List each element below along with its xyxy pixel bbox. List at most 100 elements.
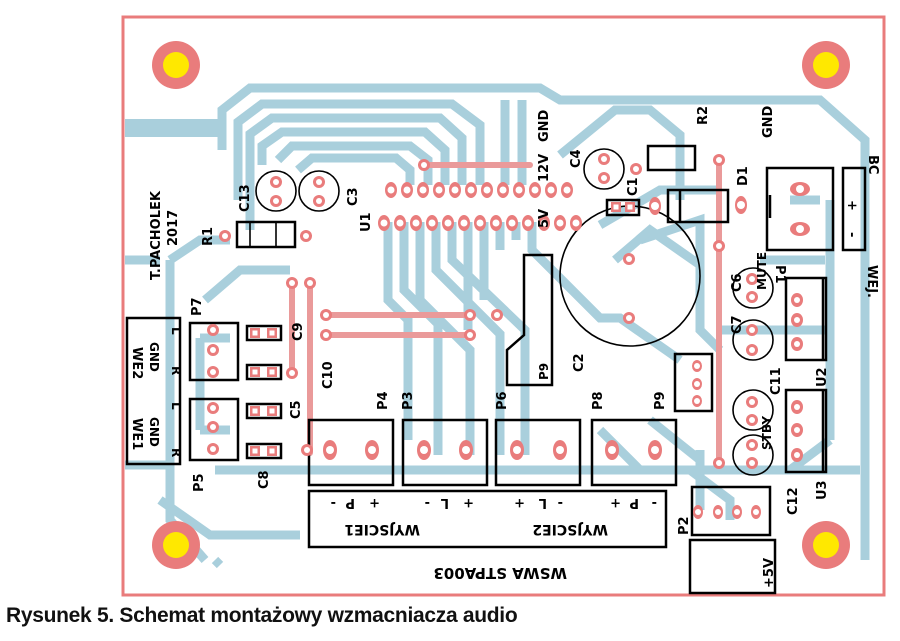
smd-cap-pad — [250, 367, 260, 377]
output-pins-1f: + — [463, 495, 474, 510]
output-pins-1a: - — [331, 495, 336, 510]
output-pins-1c: + — [369, 495, 380, 510]
label-wyjscie2: WYJSCIE2 — [532, 521, 608, 537]
via-pad — [713, 154, 725, 166]
cap-pad — [746, 273, 758, 285]
u1-pad-bottom — [410, 215, 422, 231]
via-pad — [713, 240, 725, 252]
p7-pad — [207, 366, 219, 378]
via-pad — [286, 367, 298, 379]
u1-pad-bottom — [458, 215, 470, 231]
cap-pad — [598, 172, 610, 184]
smd-cap-pad — [267, 406, 277, 416]
u1-pad-top — [513, 182, 525, 198]
cap-pad — [270, 195, 282, 207]
p7-pad — [207, 324, 219, 336]
label-12v: 12V — [537, 154, 552, 182]
mounting-hole-top-right — [802, 41, 850, 89]
cap-pad — [746, 414, 758, 426]
board-title-mirrored: WSWA STPA003 — [433, 564, 567, 582]
u1-pad-top — [529, 182, 541, 198]
label-d1: D1 — [736, 166, 751, 186]
via-pad — [320, 309, 332, 321]
label-u3: U3 — [815, 480, 830, 500]
label-bc: BC — [865, 155, 880, 174]
u3-pad — [791, 423, 803, 437]
u1-pad-bottom — [554, 215, 566, 231]
output-pins-1e: L — [441, 495, 449, 510]
output-pins-2f: - — [652, 495, 657, 510]
u1-pad-top — [465, 182, 477, 198]
u1-pad-top — [545, 182, 557, 198]
u1-pad-top — [497, 182, 509, 198]
p5-pad — [207, 443, 219, 455]
u1-pad-bottom — [442, 215, 454, 231]
output-pad — [510, 440, 524, 460]
label-c4: C4 — [569, 149, 584, 168]
u1-pad-bottom — [522, 215, 534, 231]
label-c1: C1 — [626, 177, 641, 196]
label-c8: C8 — [257, 470, 272, 489]
label-c10: C10 — [321, 361, 336, 389]
smd-cap-pad — [267, 446, 277, 456]
via-pad — [713, 457, 725, 469]
c2-pad — [623, 312, 635, 324]
label-p7: P7 — [190, 297, 205, 316]
label-wej: WEJ. — [864, 265, 879, 298]
label-c11: C11 — [769, 367, 784, 395]
cap-pad — [746, 439, 758, 451]
p1-pad — [692, 360, 702, 372]
label-wyjscie1: WYJSCIE1 — [344, 521, 420, 537]
power-pad — [790, 222, 810, 236]
u2-pad — [791, 313, 803, 327]
d1-pad — [735, 196, 747, 214]
label-we2-l: L — [169, 327, 183, 335]
c1-pad — [625, 202, 635, 212]
year-label: 2017 — [166, 210, 181, 246]
u2-pad — [791, 293, 803, 307]
via-pad — [491, 309, 503, 321]
d1-pad — [649, 197, 661, 215]
r2-pad — [630, 163, 642, 175]
cap-pad — [270, 176, 282, 188]
r1-pad — [300, 230, 312, 242]
cap-pad — [746, 396, 758, 408]
smd-cap-pad — [267, 367, 277, 377]
via-pad — [418, 159, 430, 171]
via-pad — [301, 444, 313, 456]
u1-pad-top — [385, 182, 397, 198]
label-u2: U2 — [815, 367, 830, 387]
p2-pad — [751, 505, 761, 519]
output-pins-1b: P — [345, 495, 355, 510]
smd-cap-pad — [250, 328, 260, 338]
label-p4: P4 — [376, 391, 391, 410]
label-bc-plus: + — [844, 200, 859, 211]
output-pins-2c: - — [558, 495, 563, 510]
label-gnd-right: GND — [761, 105, 776, 138]
via-pad — [286, 277, 298, 289]
label-p9-inner: P9 — [537, 363, 551, 380]
label-mute: MUTE — [755, 252, 769, 290]
solder-pads — [207, 153, 810, 519]
via-pad — [304, 277, 316, 289]
label-p5: P5 — [192, 473, 207, 492]
power-pad — [790, 182, 810, 196]
mounting-hole-top-left — [152, 41, 200, 89]
cap-pad — [746, 291, 758, 303]
u1-pad-bottom — [506, 215, 518, 231]
cap-pad — [746, 457, 758, 469]
output-pins-2d: + — [610, 495, 621, 510]
label-c9: C9 — [291, 322, 306, 341]
output-pins-2b: L — [539, 495, 547, 510]
label-u1: U1 — [359, 212, 374, 232]
via-pad — [464, 309, 476, 321]
smd-cap-pad — [267, 328, 277, 338]
label-we2-gnd: GND — [147, 342, 161, 372]
p2-pad — [732, 505, 742, 519]
output-pins-1d: - — [425, 495, 430, 510]
output-pad — [323, 440, 337, 460]
cap-pad — [313, 176, 325, 188]
mounting-hole-bottom-right — [802, 521, 850, 569]
label-p6: P6 — [495, 391, 510, 410]
u1-pad-top — [401, 182, 413, 198]
